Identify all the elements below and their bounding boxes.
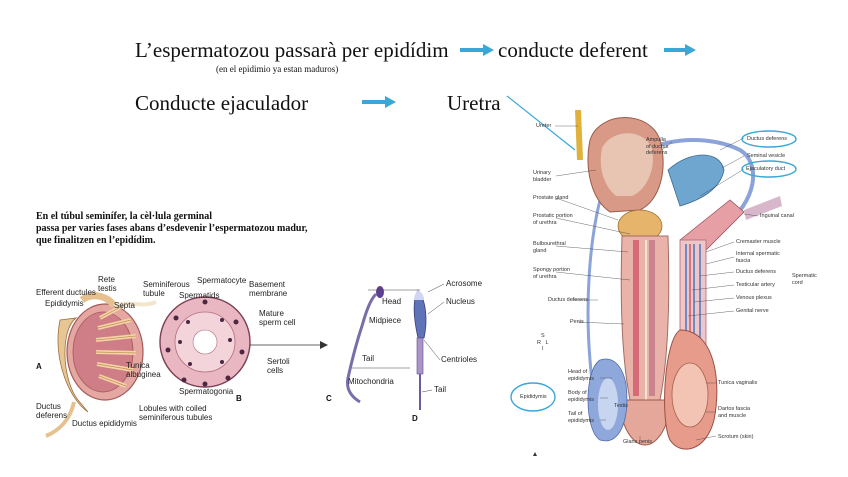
label-mitochondria: Mitochondria (348, 377, 394, 386)
uretra-pointer-line (506, 95, 576, 151)
highlight-epididymis (510, 382, 556, 412)
label-testicular-artery: Testicular artery (736, 282, 775, 288)
tubule-cross-section (159, 296, 328, 388)
arrow-2 (664, 44, 696, 56)
label-penis: Penis (570, 319, 584, 325)
label-inguinal-canal: Inguinal canal (760, 213, 794, 219)
label-head: Head (382, 297, 402, 306)
panel-letter-b: B (236, 394, 242, 403)
label-spongy-urethra: Spongy portion of urethra (533, 267, 570, 280)
testis-drawing (45, 292, 157, 438)
label-ampulla: Ampulla of ductus deferens (646, 137, 669, 156)
label-glans-penis: Glans penis (623, 439, 653, 445)
label-tail-c: Tail (362, 354, 375, 363)
label-tail-epididymis: Tail of epididymis (568, 411, 594, 424)
label-compass: S R L I (537, 333, 549, 352)
arrow-3 (362, 96, 396, 108)
label-head-epididymis: Head of epididymis (568, 369, 594, 382)
label-genital-nerve: Genital nerve (736, 308, 769, 314)
label-ejaculatory-duct: Ejaculatory duct (746, 166, 786, 172)
label-urinary-bladder: Urinary bladder (533, 170, 552, 183)
panel-letter-c: C (326, 394, 332, 403)
headline-part4: Uretra (447, 91, 501, 115)
label-mature-sperm: Mature sperm cell (259, 309, 296, 327)
label-ductus-deferens-a: Ductus deferens (36, 402, 68, 420)
label-epididymis-a: Epididymis (45, 299, 84, 308)
label-prostatic-urethra: Prostatic portion of urethra (533, 213, 573, 226)
label-acrosome: Acrosome (446, 279, 483, 288)
label-spermatocyte: Spermatocyte (197, 276, 247, 285)
label-septa: Septa (114, 301, 135, 310)
label-body-epididymis: Body of epididymis (568, 390, 594, 403)
label-ductus-epididymis: Ductus epididymis (72, 419, 137, 428)
label-midpiece: Midpiece (369, 316, 402, 325)
highlight-ejaculatory-duct (741, 160, 797, 178)
male-anatomy-drawing (555, 109, 782, 450)
headline-note: (en el epidimio ya estan maduros) (216, 64, 339, 74)
arrow-1 (460, 44, 494, 56)
label-nucleus: Nucleus (446, 297, 475, 306)
label-bulbourethral: Bulbourethral gland (533, 241, 566, 254)
panel-letter-d: D (412, 414, 418, 423)
label-prostate-gland: Prostate gland (533, 195, 569, 201)
label-lobules: Lobules with coiled seminiferous tubules (139, 404, 213, 422)
label-basement-membrane: Basement membrane (249, 280, 288, 298)
sperm-cell-drawing (346, 286, 420, 404)
label-ductus-deferens-right: Ductus deferens (736, 269, 777, 275)
label-rete-testis: Rete testis (98, 275, 117, 293)
sperm-detail-drawing (413, 283, 445, 410)
label-cremaster: Cremaster muscle (736, 239, 781, 245)
label-centrioles: Centrioles (441, 355, 478, 364)
label-testis: Testis (614, 403, 629, 409)
label-tunica-vaginalis: Tunica vaginalis (718, 380, 758, 386)
label-spermatic-cord: Spermatic cord (792, 273, 817, 286)
label-spermatogonia: Spermatogonia (179, 387, 234, 396)
label-sertoli-cells: Sertoli cells (267, 357, 290, 375)
label-ureter: Ureter (536, 123, 552, 129)
label-efferent-ductules: Efferent ductules (36, 288, 96, 297)
description-paragraph: En el túbul seminífer, la cèl·lula germi… (36, 211, 308, 246)
label-spermatids: Spermatids (179, 291, 220, 300)
headline-part1: L’espermatozou passarà per epidídim (135, 38, 449, 62)
label-tail-d: Tail (434, 385, 447, 394)
label-seminal-vesicle: Seminal vesicle (747, 153, 786, 159)
highlight-ductus-deferens (741, 130, 797, 148)
label-ductus-deferens-top: Ductus deferens (747, 136, 788, 142)
headline-part3: Conducte ejaculador (135, 91, 309, 115)
label-dartos: Dartos fascia and muscle (718, 406, 751, 419)
label-venous-plexus: Venous plexus (736, 295, 772, 301)
label-seminiferous-tubule: Seminiferous tubule (143, 280, 190, 298)
panel-letter-a: A (36, 362, 42, 371)
label-ductus-deferens-left: Ductus deferens (548, 297, 589, 303)
label-epididymis: Epididymis (520, 394, 547, 400)
label-scrotum: Scrotum (skin) (718, 434, 754, 440)
headline-part2: conducte deferent (498, 38, 648, 62)
label-internal-fascia: Internal spermatic fascia (736, 251, 780, 264)
label-tunica-albuginea: Tunica albuginea (126, 361, 161, 379)
